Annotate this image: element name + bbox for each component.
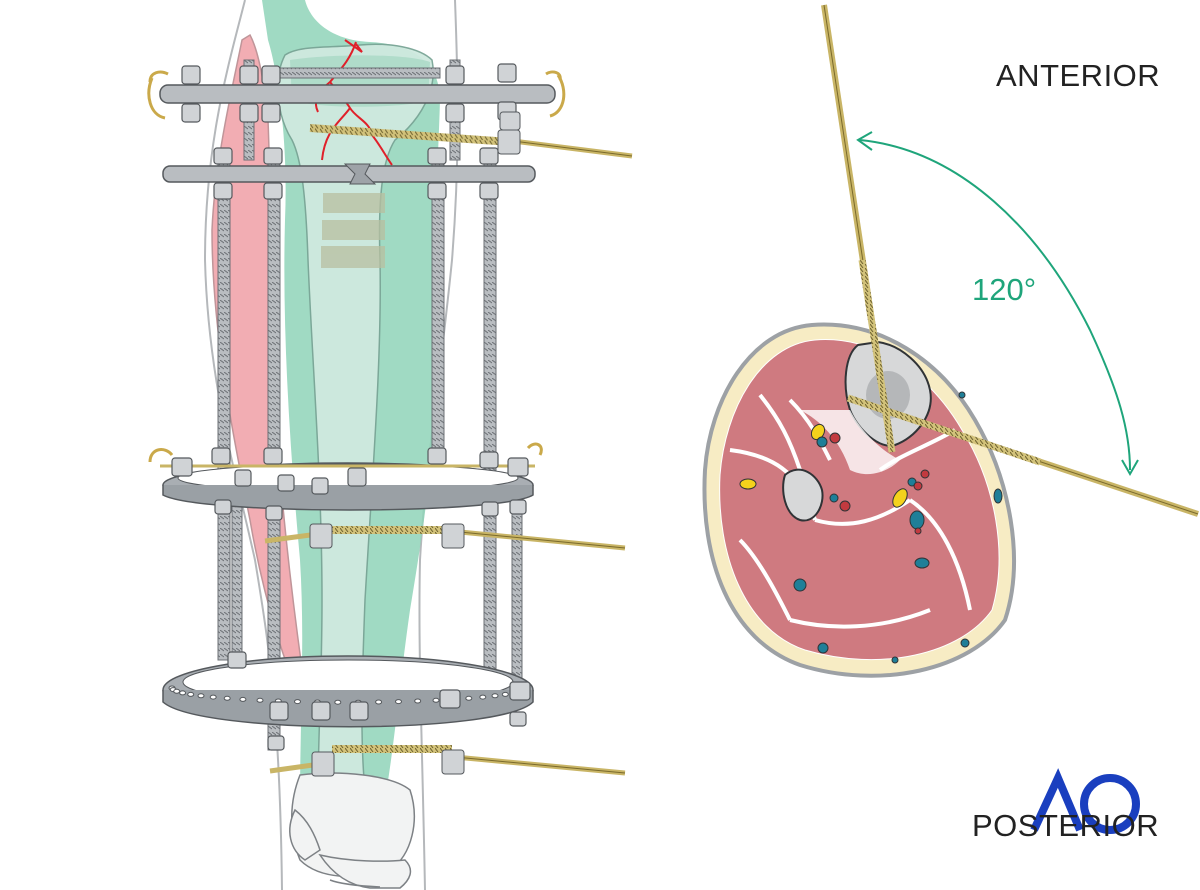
transfixion-wires xyxy=(821,4,1199,517)
ao-logo xyxy=(1030,768,1140,834)
ring-hole xyxy=(197,693,205,699)
ring-hole xyxy=(491,693,499,699)
ring-hole xyxy=(395,699,402,705)
ring-hole xyxy=(432,697,440,703)
proximal-bar xyxy=(147,67,566,120)
ring-hole xyxy=(479,694,487,700)
ring-hole xyxy=(209,694,217,700)
ring-hole xyxy=(375,699,383,705)
ring-hole xyxy=(223,695,231,701)
ring-hole xyxy=(465,695,473,701)
nuts-ring-lower xyxy=(227,651,531,751)
ring-hole xyxy=(256,697,264,703)
proximal-wire xyxy=(309,111,633,159)
angle-arc xyxy=(856,131,1139,477)
distal-wire xyxy=(269,745,626,777)
label-posterior: POSTERIOR xyxy=(972,808,1160,843)
ring-hole xyxy=(334,699,342,705)
ankle-bones xyxy=(289,772,415,889)
ring-hole xyxy=(414,698,422,704)
ring-hole xyxy=(187,691,195,697)
ring-hole xyxy=(501,691,509,697)
ring-hole xyxy=(239,696,247,702)
label-anterior: ANTERIOR xyxy=(996,58,1161,93)
threaded-rods xyxy=(217,59,523,751)
ring-hole xyxy=(173,688,181,694)
connecting-bar xyxy=(162,163,536,185)
nuts-ring-upper xyxy=(171,447,529,521)
cross-section xyxy=(702,322,1016,678)
nuts-upper xyxy=(181,63,517,200)
vessels xyxy=(739,391,1003,664)
ring-lower xyxy=(162,655,534,728)
ring-hole xyxy=(179,690,187,696)
bone-blocks xyxy=(321,193,385,268)
ring-hole xyxy=(294,699,301,705)
middle-wire xyxy=(264,523,626,551)
label-angle: 120° xyxy=(972,272,1037,307)
